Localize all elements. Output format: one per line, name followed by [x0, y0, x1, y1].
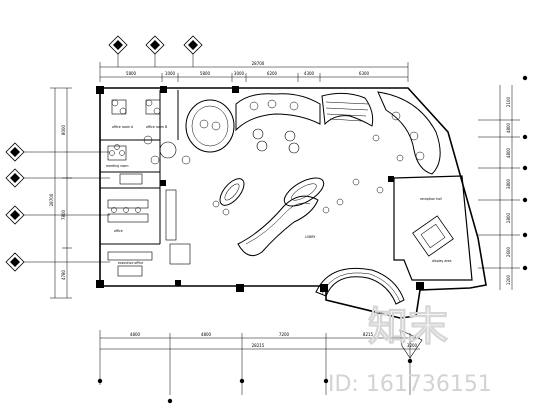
room-label-executive: executive office — [118, 261, 143, 265]
top-dim-segment: 1000 — [165, 71, 176, 76]
grid-marker — [5, 252, 110, 272]
grid-marker — [5, 142, 110, 162]
grid-marker — [323, 378, 329, 384]
room-label-reception: reception hall — [420, 197, 442, 201]
left-dimensions: 28700 8000 7800 4780 — [49, 87, 72, 299]
right-dim-segment: 2600 — [506, 246, 511, 257]
grid-marker — [522, 134, 528, 140]
bottom-dim-segment: 7200 — [279, 332, 290, 337]
left-dim-segment: 7800 — [61, 209, 66, 220]
grid-marker — [522, 165, 528, 171]
top-grid-markers — [108, 35, 203, 67]
bottom-dim-segment: 4800 — [201, 332, 212, 337]
room-label-lobby: LOBBY — [305, 235, 315, 239]
top-dim-segment: 5800 — [200, 71, 211, 76]
right-dim-segment: 4800 — [506, 122, 511, 133]
building-walls — [96, 86, 487, 319]
bottom-dim-overall: 28215 — [252, 343, 265, 348]
room-label-office-a: office room A — [112, 125, 134, 129]
lobby-islands: LOBBY — [212, 177, 384, 257]
grid-marker — [167, 398, 173, 404]
left-dim-overall: 28700 — [49, 193, 54, 206]
office-block: office room A office room B meeting room… — [100, 90, 191, 277]
top-dim-segment: 3000 — [234, 71, 245, 76]
top-dim-segment: 6200 — [267, 71, 278, 76]
right-dim-segment: 2100 — [506, 96, 511, 107]
right-dim-segment: 4800 — [506, 147, 511, 158]
grid-marker — [522, 75, 528, 81]
entrance-ramp — [315, 267, 423, 359]
left-dim-segment: 8000 — [61, 124, 66, 135]
grid-marker — [522, 232, 528, 238]
right-curved-seating — [372, 91, 441, 175]
grid-marker — [522, 265, 528, 271]
grid-marker — [5, 205, 110, 225]
lounge-and-stairs — [235, 92, 374, 154]
top-dim-segment: 6300 — [359, 71, 370, 76]
left-grid-markers — [5, 142, 110, 272]
right-dim-segment: 1200 — [506, 274, 511, 285]
room-label-office-b: office room B — [146, 125, 167, 129]
top-dim-segment: 4300 — [304, 71, 315, 76]
room-label-display: display area — [432, 259, 451, 263]
bottom-dim-segment: 8215 — [363, 332, 374, 337]
bottom-dimensions: 4800 4800 7200 8215 28215 3200 — [97, 330, 420, 404]
round-area — [143, 99, 235, 165]
grid-marker — [239, 378, 245, 384]
grid-marker — [5, 168, 110, 188]
left-dim-segment: 4780 — [61, 269, 66, 280]
watermark-id: ID: 161736151 — [328, 372, 492, 397]
top-dim-segment: 5800 — [126, 71, 137, 76]
grid-marker — [97, 378, 103, 384]
display-room: reception hall display area — [393, 175, 473, 281]
watermark: 知末 ID: 161736151 — [328, 303, 492, 397]
grid-marker — [522, 197, 528, 203]
top-dimensions: 28700 5800 1000 5800 3000 6200 4300 6300 — [99, 61, 409, 82]
room-label-meeting: meeting room — [106, 164, 128, 168]
grid-marker — [108, 35, 128, 67]
grid-marker — [407, 358, 413, 364]
bottom-dim-segment: 3200 — [407, 343, 418, 348]
grid-marker — [145, 35, 165, 67]
right-dim-segment: 2800 — [506, 212, 511, 223]
room-label-office: office — [114, 229, 123, 233]
watermark-logo: 知末 — [368, 304, 448, 350]
right-grid-markers: 2100 4800 4800 3800 2800 2600 1200 — [478, 75, 528, 290]
bottom-dim-segment: 4800 — [130, 332, 141, 337]
right-dim-segment: 3800 — [506, 178, 511, 189]
grid-marker — [183, 35, 203, 67]
top-dim-overall: 28700 — [252, 61, 265, 66]
